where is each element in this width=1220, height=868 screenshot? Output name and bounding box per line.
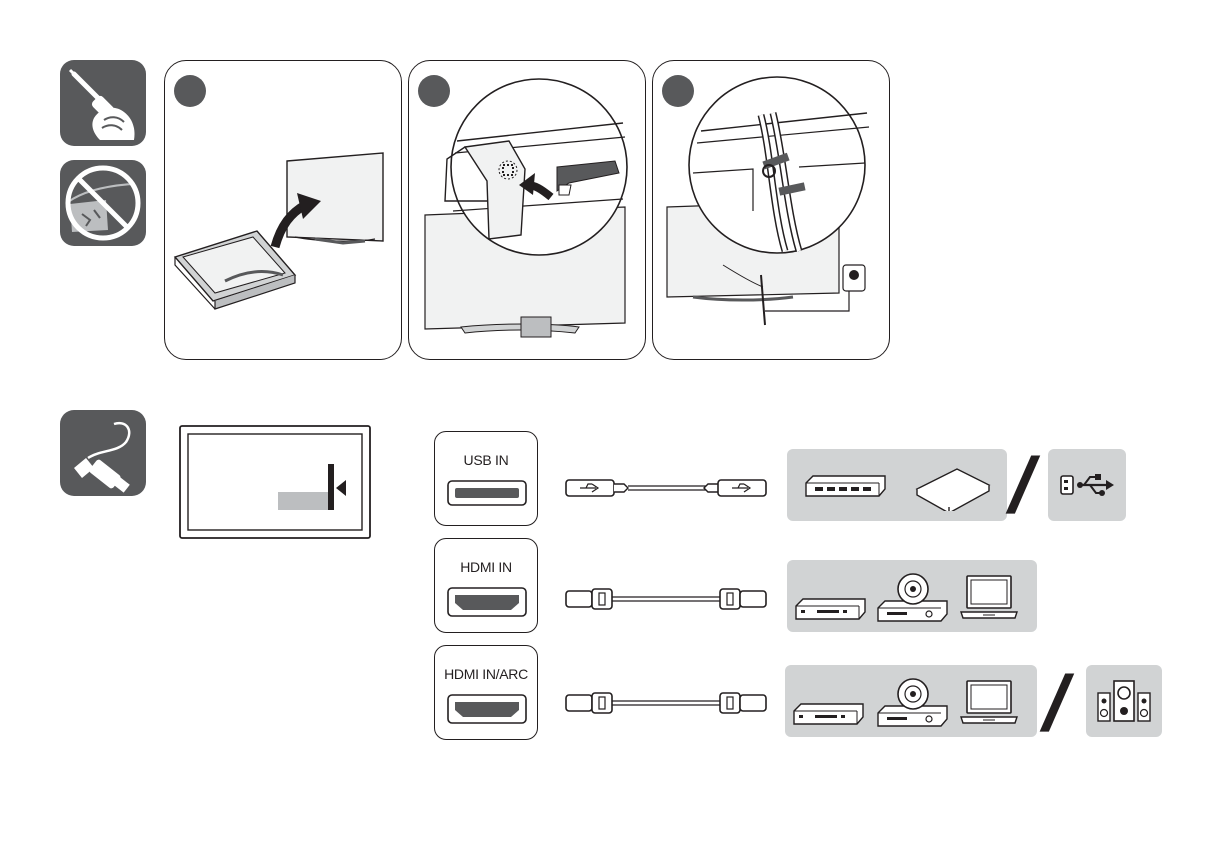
dvd-player-icon xyxy=(877,677,949,727)
step-panel-1 xyxy=(164,60,402,360)
port-usb-in: USB IN xyxy=(434,431,538,526)
hdmi-port-icon xyxy=(447,587,527,617)
laptop-icon xyxy=(959,574,1019,620)
port-label: HDMI IN xyxy=(435,559,537,575)
external-hdd-icon xyxy=(913,467,991,511)
dvd-player-icon xyxy=(877,572,949,622)
hdmi-devices-panel xyxy=(787,560,1037,632)
hdmi-arc-devices-panel xyxy=(785,665,1037,737)
step-panel-2 xyxy=(408,60,646,360)
alternative-separator: / xyxy=(1002,446,1043,524)
speaker-panel xyxy=(1086,665,1162,737)
hdmi-port-icon xyxy=(447,694,527,724)
set-top-box-icon xyxy=(795,598,867,620)
cable-plug-icon xyxy=(60,410,146,496)
speaker-system-icon xyxy=(1096,679,1152,723)
hdmi-cable-icon xyxy=(562,689,770,717)
port-label: USB IN xyxy=(435,452,537,468)
port-label: HDMI IN/ARC xyxy=(435,666,537,682)
alternative-separator: / xyxy=(1036,664,1077,742)
step-panel-3 xyxy=(652,60,890,360)
hdmi-cable-icon xyxy=(562,585,770,613)
usb-stick-icon xyxy=(1060,471,1116,499)
screwdriver-hand-icon xyxy=(60,60,146,146)
tv-rear-port-location-icon xyxy=(178,424,374,542)
usb-cable-icon xyxy=(562,474,770,502)
network-switch-icon xyxy=(805,475,887,497)
stand-cover-attach-icon xyxy=(409,61,646,360)
tv-lift-onto-stand-icon xyxy=(165,61,402,360)
usb-devices-panel xyxy=(787,449,1007,521)
cable-tie-management-icon xyxy=(653,61,890,360)
usb-port-icon xyxy=(447,480,527,506)
port-hdmi-in-arc: HDMI IN/ARC xyxy=(434,645,538,740)
port-hdmi-in: HDMI IN xyxy=(434,538,538,633)
laptop-icon xyxy=(959,679,1019,725)
set-top-box-icon xyxy=(793,703,865,725)
no-floor-contact-icon xyxy=(60,160,146,246)
usb-stick-panel xyxy=(1048,449,1126,521)
